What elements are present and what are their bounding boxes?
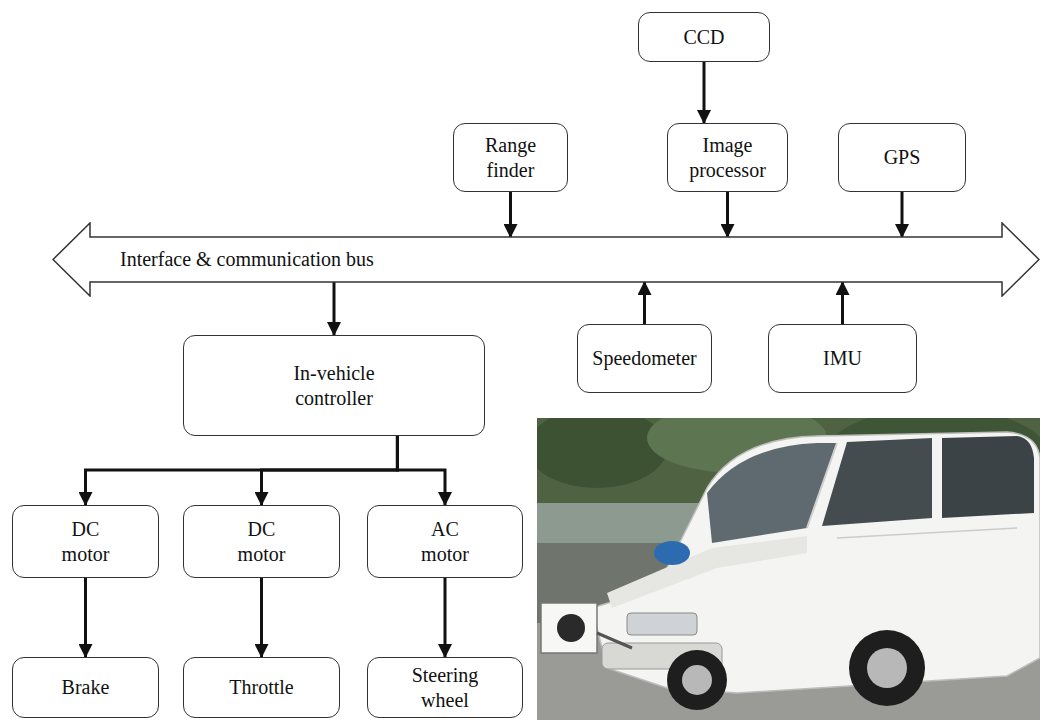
car-photo — [537, 418, 1040, 720]
bus-arrow: Interface & communication bus — [52, 222, 1040, 297]
processor-box: Image processor — [667, 123, 788, 192]
motor-box: DC motor — [183, 505, 340, 578]
actuator-box: Brake — [12, 657, 159, 718]
connector-arrow — [84, 578, 87, 657]
sensor-box: CCD — [638, 12, 770, 62]
actuator-box: Steering wheel — [367, 657, 523, 718]
connector-arrow — [86, 436, 398, 505]
connector-arrow — [703, 62, 706, 123]
connector-arrow — [260, 578, 263, 657]
sensor-box: Speedometer — [577, 324, 712, 393]
connector-arrow — [643, 282, 646, 324]
box-label: CCD — [683, 25, 724, 50]
box-label: DC motor — [51, 517, 121, 567]
controller-box: In-vehicle controller — [183, 335, 485, 436]
box-label: GPS — [884, 145, 921, 170]
box-label: Image processor — [682, 133, 774, 183]
box-label: In-vehicle controller — [279, 361, 389, 411]
actuator-box: Throttle — [183, 657, 340, 718]
motor-box: AC motor — [367, 505, 523, 578]
connector-arrow — [397, 436, 445, 505]
box-label: Range finder — [466, 133, 556, 183]
sensor-box: IMU — [768, 324, 917, 393]
box-label: Speedometer — [592, 346, 696, 371]
connector-arrow — [509, 192, 512, 237]
bus-shape — [53, 223, 1039, 296]
connector-arrow — [262, 436, 398, 505]
sensor-box: GPS — [838, 123, 966, 192]
box-label: Brake — [62, 675, 110, 700]
connector-arrow — [333, 282, 336, 335]
connector-arrow — [901, 192, 904, 237]
sensor-box: Range finder — [453, 123, 568, 192]
motor-box: DC motor — [12, 505, 159, 578]
connector-arrow — [726, 192, 729, 237]
box-label: AC motor — [410, 517, 480, 567]
box-label: Throttle — [229, 675, 293, 700]
connector-arrow — [841, 282, 844, 324]
connector-arrow — [444, 578, 447, 657]
box-label: Steering wheel — [400, 663, 490, 713]
box-label: Interface & communication bus — [120, 247, 374, 272]
box-label: DC motor — [227, 517, 297, 567]
box-label: IMU — [823, 346, 862, 371]
